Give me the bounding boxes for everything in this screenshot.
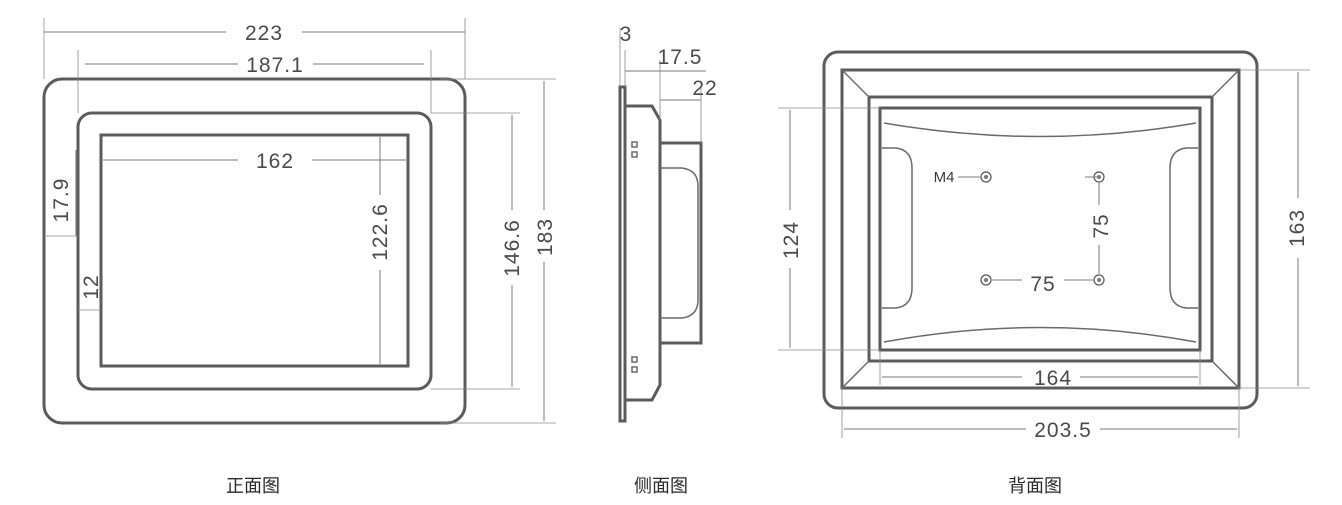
side-port-top-2 (631, 151, 638, 158)
dim-total-depth: 22 (692, 77, 717, 100)
back-view: M4 75 75 164 203.5 124 163 背面图 (778, 50, 1310, 497)
dim-panel-thickness: 3 (620, 23, 633, 46)
back-top-curve (883, 122, 1197, 138)
vesa-hole-bottom-right (1093, 274, 1105, 286)
back-inner-frame (867, 95, 1214, 363)
dim-side-margin: 17.9 (50, 178, 73, 223)
back-right-handle (1169, 147, 1198, 309)
dim-bezel-width: 187.1 (246, 54, 304, 77)
dim-screen-height: 122.6 (369, 203, 392, 261)
back-outer-frame (822, 50, 1259, 410)
dim-inner-margin: 12 (80, 274, 103, 299)
dim-bezel-height: 146.6 (501, 219, 524, 277)
dim-vesa-horizontal: 75 (1030, 273, 1055, 296)
back-bottom-curve (883, 326, 1197, 343)
dim-inner-width: 164 (1034, 367, 1072, 390)
front-outer-frame (42, 77, 467, 425)
dim-overall-width: 223 (245, 22, 283, 45)
front-view-caption: 正面图 (226, 476, 280, 497)
back-left-handle (882, 147, 913, 309)
back-view-caption: 背面图 (1008, 476, 1062, 497)
back-chamfer-frame (840, 68, 1241, 390)
front-view: 223 187.1 162 122.6 146.6 183 17.9 (42, 18, 557, 497)
dim-inner-height: 124 (780, 221, 803, 259)
screw-label: M4 (934, 169, 955, 186)
dim-depth-to-box: 17.5 (658, 46, 703, 69)
side-port-bottom-2 (631, 366, 638, 373)
front-screen (99, 133, 410, 368)
dim-screen-width: 162 (256, 150, 294, 173)
side-view-caption: 侧面图 (634, 476, 688, 497)
side-view: 3 17.5 22 侧面图 (618, 23, 717, 497)
side-box-inner (660, 167, 699, 319)
dim-outer-width: 203.5 (1034, 419, 1092, 442)
dim-overall-height: 183 (534, 218, 557, 256)
side-port-top-1 (631, 141, 638, 148)
dim-outer-height: 163 (1286, 209, 1309, 247)
dim-vesa-vertical: 75 (1090, 213, 1113, 238)
side-body (623, 104, 662, 402)
vesa-hole-bottom-left (980, 274, 992, 286)
front-bezel (76, 111, 433, 391)
back-cover-plate (878, 106, 1202, 352)
side-port-bottom-1 (631, 356, 638, 363)
vesa-hole-top-left (980, 171, 992, 183)
side-back-box (658, 141, 703, 345)
